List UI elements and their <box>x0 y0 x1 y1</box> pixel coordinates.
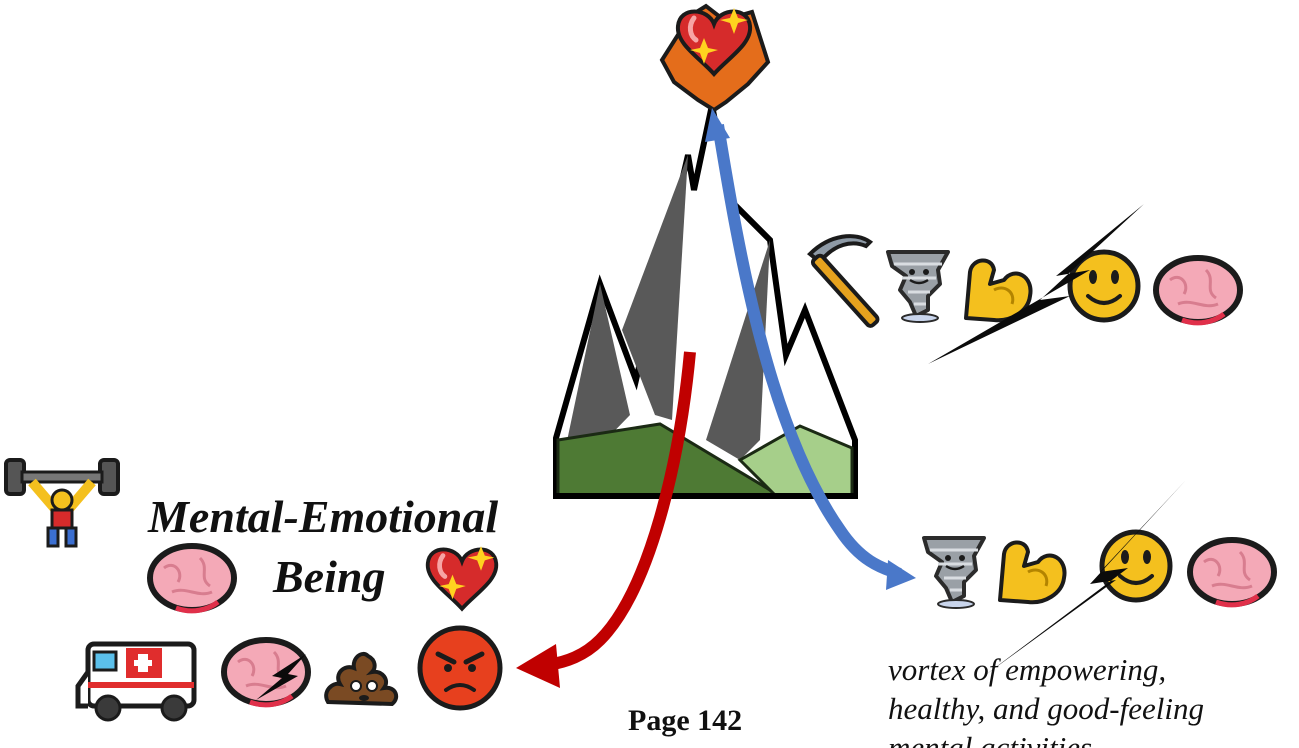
flexed-biceps-icon <box>998 540 1067 605</box>
title-line-1: Mental-Emotional <box>148 491 499 542</box>
mountain <box>553 104 858 499</box>
smiling-face-icon <box>1102 532 1170 600</box>
upward-blue-arrow <box>705 108 916 590</box>
brain-icon <box>224 640 308 705</box>
brain-icon <box>150 546 234 611</box>
caption-line-2: healthy, and good-feeling <box>888 691 1204 726</box>
pick-icon <box>807 234 880 328</box>
caption-line-1: vortex of empowering, <box>888 652 1167 687</box>
peak-sparkling-heart-icon <box>659 3 771 113</box>
page-number: Page 142 <box>628 704 743 737</box>
angry-face-icon <box>417 625 503 711</box>
brain-icon <box>1190 540 1274 605</box>
caption-line-3: mental activities <box>888 730 1093 748</box>
tornado-icon <box>922 536 986 610</box>
weightlifter-icon <box>4 458 120 548</box>
pile-of-poo-icon <box>324 651 399 707</box>
downward-red-arrow <box>516 351 696 688</box>
ambulance-icon <box>75 641 197 722</box>
caption: vortex of empowering, healthy, and good-… <box>888 650 1204 748</box>
sparkling-heart-icon <box>428 546 497 609</box>
title-line-2: Being <box>273 551 386 602</box>
lightning-bolt-icon <box>256 654 306 700</box>
brain-icon <box>1156 258 1240 323</box>
tornado-icon <box>886 250 950 324</box>
